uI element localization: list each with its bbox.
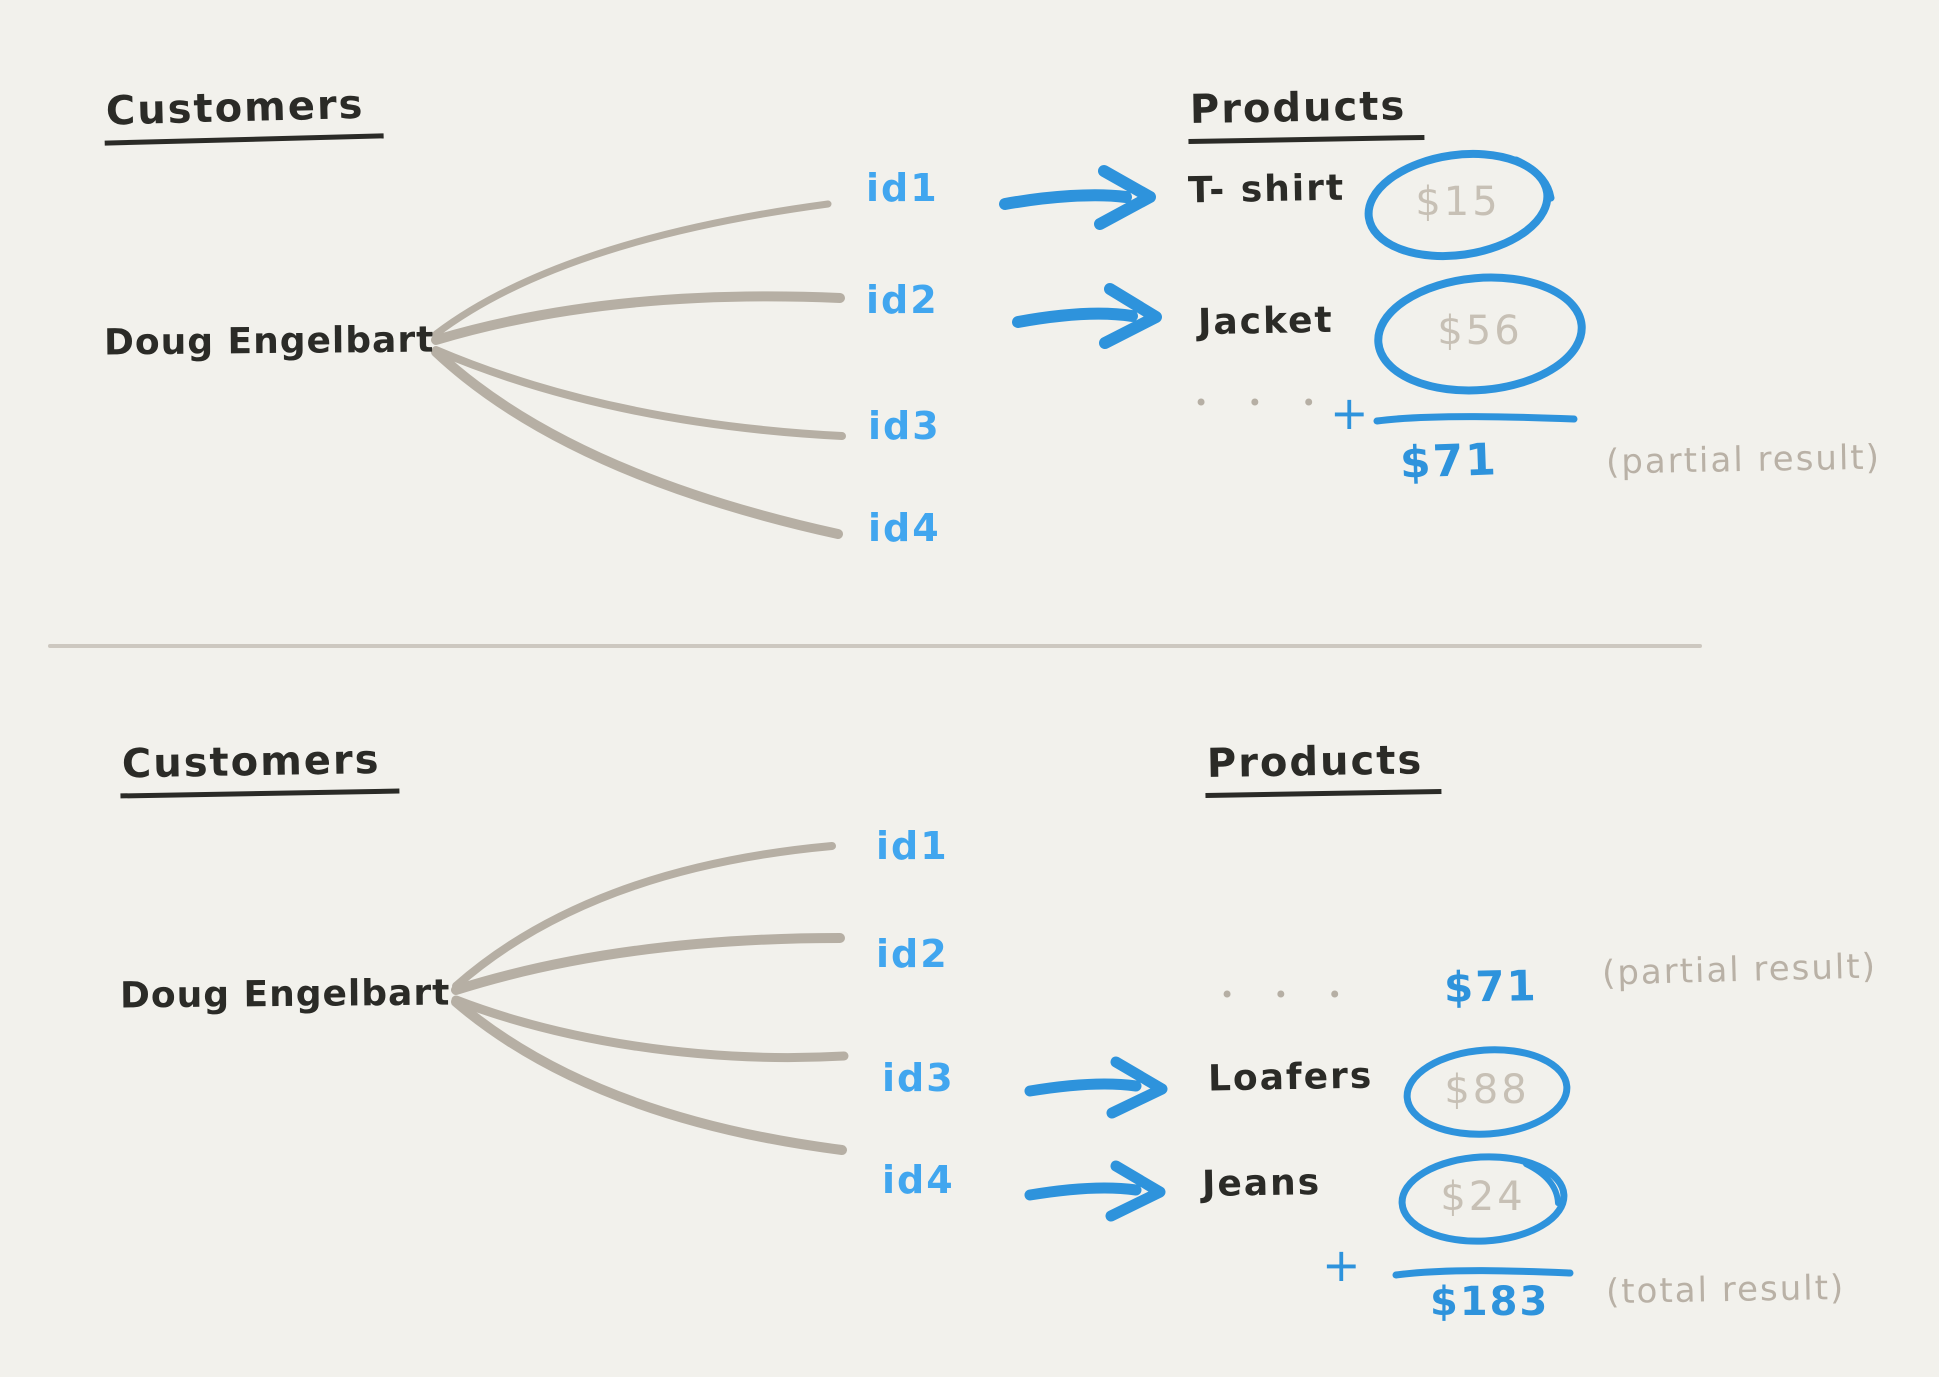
fan-line-bottom-id3 xyxy=(451,995,849,1062)
customers-heading-bottom: Customers xyxy=(119,737,400,799)
price-circle-24 xyxy=(1398,1153,1568,1245)
ellipsis-bottom: • • • xyxy=(1220,981,1358,1009)
product-label-loafers: Loafers xyxy=(1207,1055,1374,1100)
product-label-jacket: Jacket xyxy=(1197,299,1334,344)
plus-sign-bottom: + xyxy=(1322,1238,1361,1292)
price-value-loafers: $88 xyxy=(1444,1067,1530,1113)
price-circle-56 xyxy=(1374,273,1586,395)
sum-line-bottom xyxy=(1392,1267,1574,1279)
id-label-bottom-2: id2 xyxy=(876,932,949,976)
fan-line-top-id4 xyxy=(431,347,843,539)
products-heading-top: Products xyxy=(1187,83,1425,145)
product-label-jeans: Jeans xyxy=(1201,1161,1322,1206)
id-label-bottom-4: id4 xyxy=(882,1158,955,1202)
sum-value-bottom: $183 xyxy=(1430,1279,1550,1325)
id-label-bottom-1: id1 xyxy=(876,824,949,868)
id-label-top-1: id1 xyxy=(866,166,939,210)
price-value-jeans: $24 xyxy=(1440,1174,1526,1220)
carried-sum-value: $71 xyxy=(1443,961,1539,1012)
total-result-note: (total result) xyxy=(1605,1267,1846,1313)
price-value-jacket: $56 xyxy=(1437,308,1523,354)
customer-name-bottom: Doug Engelbart xyxy=(119,972,451,1017)
sum-value-top: $71 xyxy=(1399,434,1499,489)
id-label-bottom-3: id3 xyxy=(882,1056,955,1100)
fan-line-top-id3 xyxy=(432,346,846,440)
fan-line-bottom-id1 xyxy=(452,842,836,990)
partial-result-note-top: (partial result) xyxy=(1605,437,1882,483)
fan-line-bottom-id4 xyxy=(451,997,847,1155)
products-heading-bottom: Products xyxy=(1204,737,1442,799)
id-label-top-2: id2 xyxy=(866,278,939,322)
price-circle-15-tail xyxy=(1512,156,1555,202)
ellipsis-top: • • • xyxy=(1194,389,1332,417)
id-label-top-4: id4 xyxy=(868,506,941,550)
arrow-icon-id2-jacket xyxy=(1012,283,1162,349)
price-circle-88 xyxy=(1403,1046,1571,1138)
customers-heading-top: Customers xyxy=(103,82,384,146)
price-value-tshirt: $15 xyxy=(1415,179,1501,225)
fan-line-top-id1 xyxy=(432,200,832,338)
fan-line-top-id2 xyxy=(431,291,845,345)
arrow-icon-id1-tshirt xyxy=(999,165,1156,230)
fan-line-bottom-id2 xyxy=(451,933,845,995)
plus-sign-top: + xyxy=(1330,386,1369,440)
arrow-icon-id3-loafers xyxy=(1024,1056,1168,1119)
product-label-tshirt: T- shirt xyxy=(1187,167,1346,212)
sum-line-top xyxy=(1373,413,1578,425)
customer-name-top: Doug Engelbart xyxy=(103,319,435,364)
id-label-top-3: id3 xyxy=(868,404,941,448)
price-circle-24-tail xyxy=(1523,1161,1561,1206)
partial-result-note-bottom: (partial result) xyxy=(1601,946,1878,994)
arrow-icon-id4-jeans xyxy=(1024,1160,1166,1222)
